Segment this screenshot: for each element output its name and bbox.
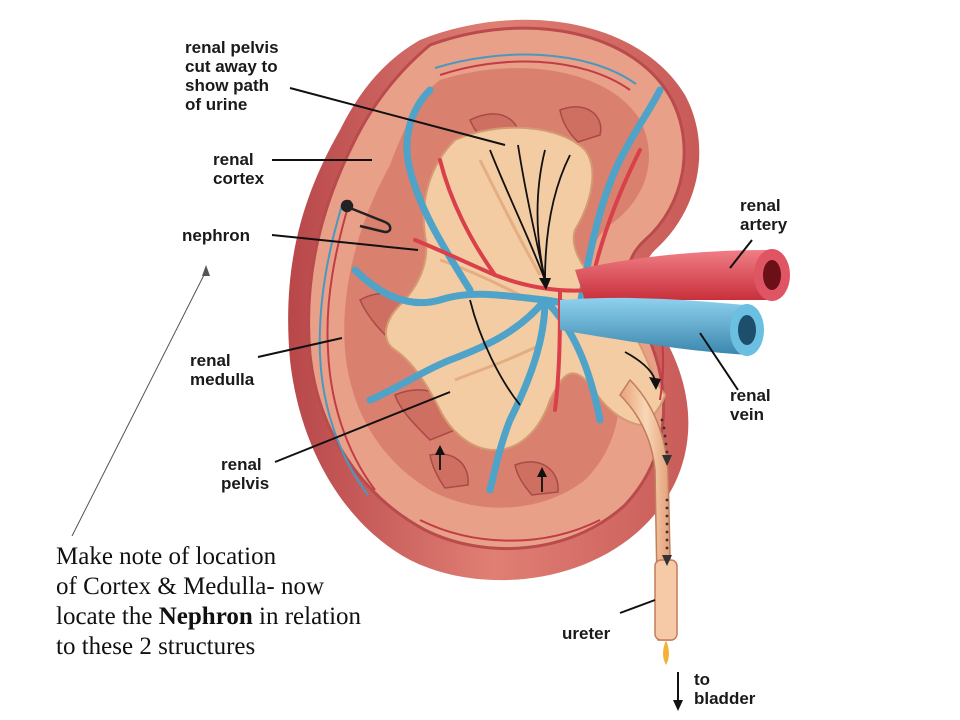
label-renal-medulla: renal medulla (190, 351, 254, 389)
label-nephron: nephron (182, 226, 250, 245)
label-to-bladder: to bladder (694, 670, 755, 708)
note-line-4: to these 2 structures (56, 633, 256, 660)
label-line: ureter (562, 624, 611, 643)
label-line: renal (730, 386, 771, 405)
note-pointer-arrow (71, 265, 210, 537)
label-line: cortex (213, 169, 265, 188)
renal-vein-trunk (560, 297, 764, 356)
note-nephron-bold: Nephron (158, 603, 253, 630)
label-line: vein (730, 405, 765, 424)
label-line: pelvis (221, 474, 270, 493)
label-line: bladder (694, 689, 756, 708)
label-line: medulla (190, 370, 255, 389)
note-line-1: Make note of location (56, 543, 277, 570)
label-line: renal (221, 455, 262, 474)
label-renal-vein: renal vein (730, 386, 771, 424)
label-line: to (694, 670, 711, 689)
urine-path-dots (660, 418, 672, 566)
arrowheads (435, 278, 661, 477)
label-renal-cortex: renal cortex (213, 150, 264, 188)
label-line: renal (213, 150, 254, 169)
label-line: nephron (182, 226, 250, 245)
label-line: renal pelvis (185, 38, 279, 57)
note-line-3: locate the Nephron in relation (56, 602, 361, 632)
ureter (619, 378, 678, 665)
label-line: renal (740, 196, 781, 215)
note-line-3-end: in relation (252, 603, 362, 630)
leader-lines (257, 87, 753, 703)
label-renal-pelvis-cut-away: renal pelvis cut away to show path of ur… (185, 38, 279, 114)
cortex-vessels-blue (318, 53, 637, 496)
urine-flow-arrows (439, 144, 656, 492)
label-line: cut away to (185, 57, 278, 76)
label-line: show path (185, 76, 270, 95)
nephron-structure (340, 199, 392, 234)
label-ureter: ureter (562, 624, 610, 643)
label-renal-pelvis: renal pelvis (221, 455, 269, 493)
note-line-2: of Cortex & Medulla- now (56, 573, 325, 600)
note-line-3-start: locate the (56, 603, 159, 630)
instruction-note: Make note of location of Cortex & Medull… (56, 542, 361, 662)
down-arrow-icon (673, 700, 683, 711)
renal-artery-trunk (575, 249, 790, 301)
label-line: renal (190, 351, 231, 370)
label-line: artery (740, 215, 788, 234)
label-renal-artery: renal artery (740, 196, 787, 234)
label-line: of urine (185, 95, 248, 114)
